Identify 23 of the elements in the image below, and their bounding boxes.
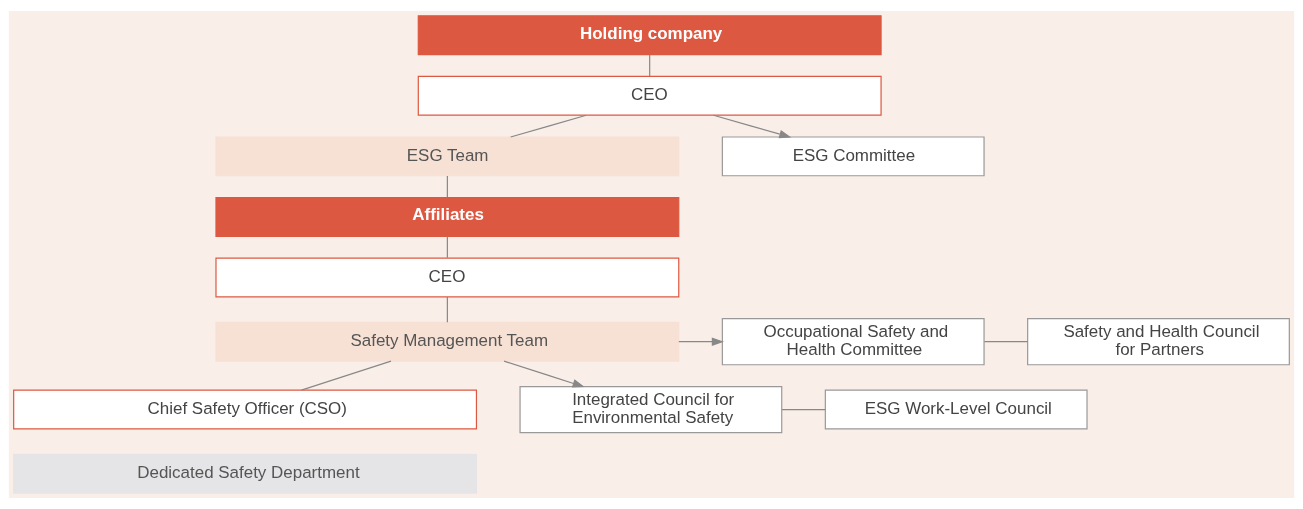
connector bbox=[510, 114, 587, 138]
connector bbox=[781, 408, 826, 411]
node-box: CEO bbox=[417, 75, 882, 116]
connector bbox=[446, 296, 448, 323]
node-box: ESG Team bbox=[215, 136, 680, 177]
arrow bbox=[503, 360, 585, 388]
connector bbox=[649, 54, 651, 77]
node-box: Chief Safety Officer (CSO) bbox=[13, 389, 478, 430]
node-box: Integrated Council for Environmental Safety bbox=[519, 385, 783, 434]
node-box: ESG Work-Level Council bbox=[824, 389, 1088, 430]
node-box: Occupational Safety and Health Committee bbox=[721, 318, 985, 366]
connector bbox=[983, 341, 1029, 343]
node-box: Affiliates bbox=[215, 196, 680, 237]
arrow bbox=[712, 114, 792, 139]
node-box: Safety Management Team bbox=[215, 321, 680, 362]
node-box: ESG Committee bbox=[721, 136, 985, 177]
connector bbox=[300, 360, 392, 391]
connector bbox=[446, 175, 448, 198]
arrow bbox=[678, 337, 724, 346]
connector bbox=[446, 235, 448, 259]
node-box: Holding company bbox=[417, 15, 882, 56]
node-box: CEO bbox=[215, 257, 680, 298]
node-box: Safety and Health Council for Partners bbox=[1027, 318, 1290, 366]
